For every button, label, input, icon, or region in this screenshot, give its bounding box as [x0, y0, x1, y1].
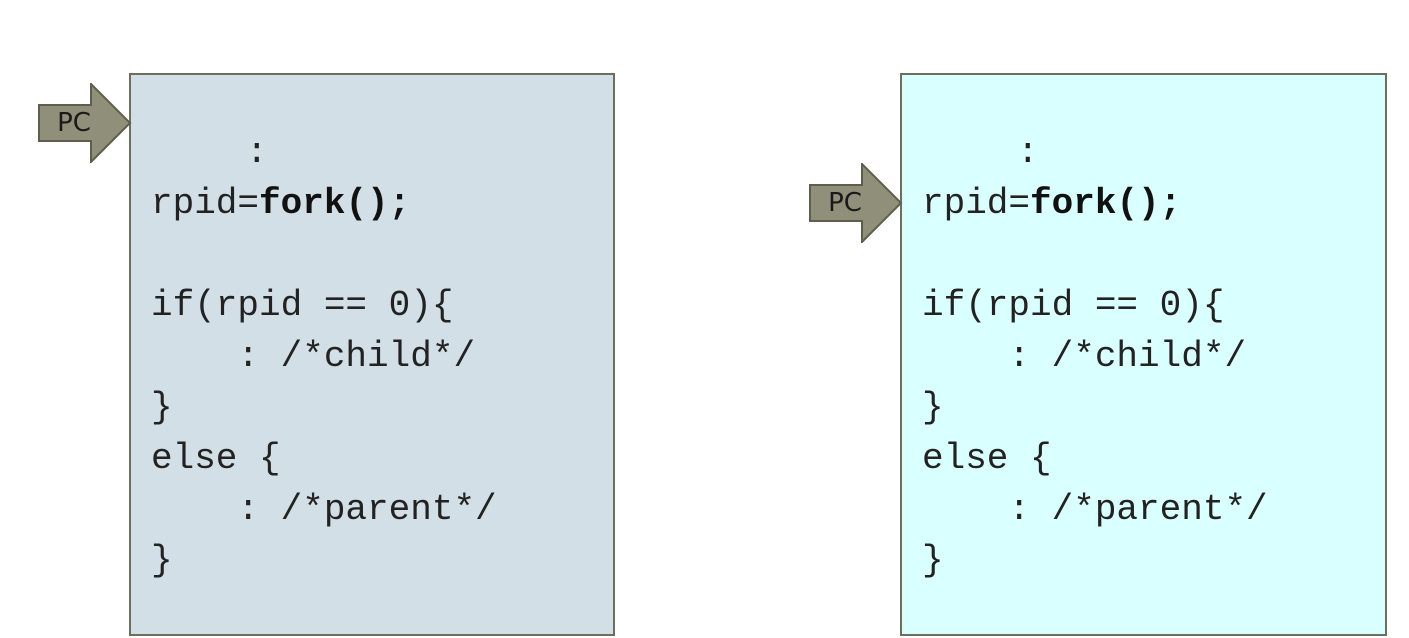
- fork-call: fork();: [259, 183, 411, 224]
- parent-process-code-box: : rpid=fork(); if(rpid == 0){ : /*child*…: [129, 73, 615, 636]
- else-line: else {: [922, 438, 1052, 479]
- child-comment-line: : /*child*/: [922, 336, 1247, 377]
- child-pc-arrow: PC: [809, 163, 903, 243]
- child-comment-line: : /*child*/: [151, 336, 476, 377]
- arrow-right-icon: [809, 163, 903, 243]
- code-ellipsis-line: :: [246, 132, 268, 173]
- pc-label: PC: [57, 108, 91, 138]
- code-ellipsis-line: :: [1017, 132, 1039, 173]
- arrow-right-icon: [38, 83, 132, 163]
- if-line: if(rpid == 0){: [151, 285, 454, 326]
- close-else-line: }: [151, 540, 173, 581]
- close-if-line: }: [151, 387, 173, 428]
- parent-comment-line: : /*parent*/: [922, 489, 1268, 530]
- fork-call-line: rpid=fork();: [922, 182, 1181, 226]
- if-line: if(rpid == 0){: [922, 285, 1225, 326]
- fork-call-line: rpid=fork();: [151, 182, 410, 226]
- parent-pc-arrow: PC: [38, 83, 132, 163]
- close-if-line: }: [922, 387, 944, 428]
- child-process-code-box: : rpid=fork(); if(rpid == 0){ : /*child*…: [900, 73, 1387, 636]
- assign-prefix: rpid=: [922, 183, 1031, 224]
- close-else-line: }: [922, 540, 944, 581]
- pc-label: PC: [828, 188, 862, 218]
- assign-prefix: rpid=: [151, 183, 260, 224]
- fork-call: fork();: [1030, 183, 1182, 224]
- else-line: else {: [151, 438, 281, 479]
- parent-comment-line: : /*parent*/: [151, 489, 497, 530]
